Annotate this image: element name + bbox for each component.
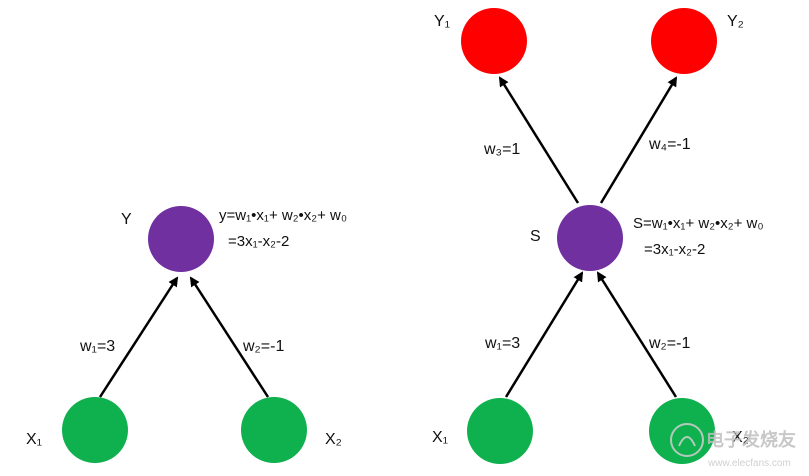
right-input-node-x1 xyxy=(467,398,533,464)
left-network: X₁ X₂ Y w₁=3 w₂=-1 y=w₁•x₁+ w₂•x₂+ w₀ =3… xyxy=(26,206,347,463)
right-edge-x1-to-s xyxy=(504,271,584,398)
left-equation-line1: y=w₁•x₁+ w₂•x₂+ w₀ xyxy=(219,207,347,224)
right-output-node-y2 xyxy=(651,8,717,74)
right-input-node-x2 xyxy=(649,398,715,464)
right-input-label-x2: X₂ xyxy=(732,429,749,446)
right-output-node-y1 xyxy=(461,8,527,74)
right-weight-label-w2: w₂=-1 xyxy=(648,335,690,352)
watermark-text: 电子发烧友 xyxy=(706,429,796,450)
left-input-node-x1 xyxy=(62,397,128,463)
left-input-node-x2 xyxy=(241,397,307,463)
left-input-label-x1: X₁ xyxy=(26,431,42,448)
right-edge-s-to-y2 xyxy=(599,76,678,204)
right-equation-line2: =3x₁-x₂-2 xyxy=(644,241,705,258)
left-input-label-x2: X₂ xyxy=(325,431,342,448)
left-weight-label-w2: w₂=-1 xyxy=(242,338,284,355)
right-hidden-label-s: S xyxy=(530,228,541,245)
left-equation-line2: =3x₁-x₂-2 xyxy=(228,233,289,250)
left-output-node-y xyxy=(148,206,214,272)
right-hidden-node-s xyxy=(557,205,623,271)
watermark-subtext: www.elecfans.com xyxy=(707,458,791,469)
right-input-label-x1: X₁ xyxy=(432,429,448,446)
right-output-label-y1: Y₁ xyxy=(434,13,450,30)
right-equation-line1: S=w₁•x₁+ w₂•x₂+ w₀ xyxy=(633,215,764,232)
watermark-logo-icon xyxy=(670,423,704,457)
right-output-label-y2: Y₂ xyxy=(727,13,744,30)
right-network: Y₁ Y₂ S X₁ X₂ w₃=1 w₄=-1 w₁=3 w₂=-1 S=w₁… xyxy=(432,8,764,464)
right-weight-label-w3: w₃=1 xyxy=(483,141,520,158)
right-weight-label-w4: w₄=-1 xyxy=(648,136,691,153)
watermark: 电子发烧友 www.elecfans.com xyxy=(670,423,796,469)
left-edge-x2-to-y xyxy=(189,276,270,398)
left-edge-x1-to-y xyxy=(98,276,179,398)
left-weight-label-w1: w₁=3 xyxy=(79,338,115,355)
left-output-label-y: Y xyxy=(121,211,132,228)
right-weight-label-w1: w₁=3 xyxy=(484,335,520,352)
right-edge-s-to-y1 xyxy=(498,76,580,204)
watermark-logo-mark xyxy=(678,436,696,447)
right-edge-x2-to-s xyxy=(596,271,678,398)
